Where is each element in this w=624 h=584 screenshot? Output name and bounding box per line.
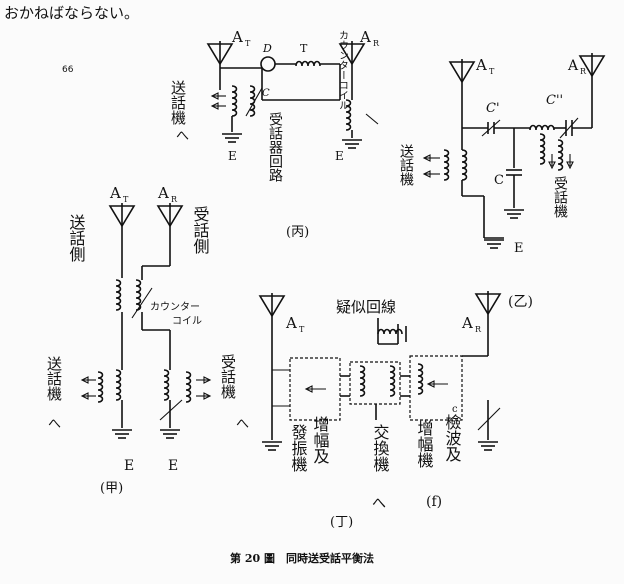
right-ground2-icon [503, 209, 525, 219]
hei-panel-label: (丙) [286, 225, 309, 240]
tei-mixer: 交換機 [371, 424, 390, 473]
hei-t-label: T [300, 42, 308, 55]
ko-coil-tx-icon [115, 279, 122, 311]
tei-ant-r-sub: R [475, 325, 482, 334]
tei-ground1-icon [261, 441, 283, 451]
ko-coil-tx3-icon [97, 371, 104, 403]
ko-coil-rx2-icon [163, 369, 170, 401]
ko-ant-t: A [109, 184, 121, 202]
ko-tx-paren: へ [48, 417, 61, 432]
ko-coil-label-1: カウンター [150, 301, 200, 313]
right-ant-r: A [567, 58, 579, 74]
ko-rx-side: 受話側 [191, 206, 210, 254]
panel-right: A T A R C' C'' E 送話機 [398, 52, 605, 256]
page-mark: 66 [62, 65, 74, 75]
tei-osc-box [289, 357, 341, 421]
right-antenna-t-icon [449, 58, 475, 83]
tei-ant-t-sub: T [299, 325, 305, 334]
ko-panel-label: (甲) [100, 481, 123, 496]
tei-ground2-icon [477, 441, 499, 451]
right-coil-rx2-icon [557, 139, 564, 171]
hei-coil-left-icon [231, 85, 238, 117]
tei-dummy: 疑似回線 [336, 298, 396, 316]
header-text: おかねばならない。 [4, 4, 139, 22]
ko-rx-label: 受話機 [219, 354, 237, 400]
right-coil-tx2-icon [443, 149, 450, 181]
tei-panel-label: (丁) [330, 515, 353, 530]
hei-d-label: D [262, 42, 272, 55]
right-ant-t: A [475, 56, 487, 74]
right-ant-t-sub: T [489, 67, 495, 76]
ko-ground-2: E [168, 458, 178, 474]
hei-coil-label: カウンターコイル [337, 30, 349, 110]
right-cap-c-icon [505, 169, 523, 176]
tei-mix-coil2-icon [389, 365, 396, 397]
ko-coil-rx3-icon [185, 371, 192, 403]
panel-hei: A T A R D T カウンターコイル C E 送話機 へ [169, 28, 380, 240]
tei-mixer-box [349, 361, 401, 405]
hei-ground-2: E [335, 149, 344, 163]
hei-tx-label: 送話機 [169, 80, 187, 126]
right-c3: C [494, 173, 504, 188]
tei-det-box [409, 355, 463, 421]
tei-antenna-t-icon [259, 292, 285, 317]
tei-det: 檢波及 [443, 414, 462, 462]
right-ant-r-sub: R [580, 67, 587, 76]
hei-tx-paren: へ [176, 129, 189, 144]
tei-otsu: (乙) [508, 294, 533, 310]
ko-ground1-icon [111, 429, 133, 439]
ko-ground-1: E [124, 458, 134, 474]
ko-coil-label-2: コイル [172, 316, 202, 327]
hei-ant-t-sub: T [245, 39, 251, 48]
hei-coil-left2-icon [249, 85, 256, 117]
detector-d-icon [260, 56, 276, 72]
tei-f-mark: (f) [426, 494, 442, 510]
right-coil-tx-icon [461, 149, 468, 181]
right-c2: C'' [546, 93, 563, 108]
panel-tei: A T A R (乙) 疑似回線 c [259, 290, 533, 530]
ko-ant-t-sub: T [123, 195, 129, 204]
antenna-t-icon [207, 40, 233, 65]
hei-ground2-icon [341, 139, 363, 149]
tei-osc: 發振機 [289, 424, 308, 473]
hei-ant-r-sub: R [373, 39, 380, 48]
hei-ant-t: A [231, 28, 243, 46]
ko-ant-r-sub: R [171, 195, 178, 204]
telephone-t-icon [295, 60, 321, 67]
right-ground: E [514, 241, 524, 256]
ko-antenna-r-icon [157, 202, 183, 227]
tei-ant-t: A [285, 314, 297, 332]
hei-ground-1: E [228, 149, 237, 163]
tei-ant-r: A [461, 314, 473, 332]
ko-antenna-t-icon [109, 202, 135, 227]
tei-amp1: 增幅及 [311, 416, 330, 464]
figure-caption: 第 20 圖 同時送受話平衡法 [230, 551, 374, 565]
right-coil-top-icon [529, 124, 555, 131]
ko-coil-tx2-icon [115, 369, 122, 401]
tei-amp2: 增幅機 [415, 420, 434, 469]
ko-ant-r: A [157, 184, 169, 202]
panel-ko: A T A R 送話側 受話側 カウンター コイル E E [45, 184, 249, 496]
right-c1: C' [486, 101, 500, 116]
ko-tx-label: 送話機 [45, 356, 63, 402]
tei-mix-coil1-icon [359, 365, 366, 397]
hei-c-label: C [262, 88, 270, 99]
tei-antenna-r-icon [475, 290, 501, 315]
tei-c-mark: c [452, 404, 458, 415]
tei-det-coil-icon [417, 363, 424, 395]
ko-ground2-icon [159, 429, 181, 439]
right-coil-rx-icon [539, 133, 546, 165]
right-tx-label: 送話機 [398, 144, 414, 187]
tei-mixer-paren: へ [372, 496, 386, 512]
hei-rx-label: 受話器回路 [267, 112, 283, 182]
ko-tx-side: 送話側 [67, 214, 86, 262]
ko-rx-paren: へ [236, 417, 249, 432]
hei-ground1-icon [221, 133, 243, 143]
right-ground-icon [483, 239, 505, 249]
right-rx-label: 受話機 [552, 176, 568, 219]
hei-ant-r: A [359, 28, 371, 46]
